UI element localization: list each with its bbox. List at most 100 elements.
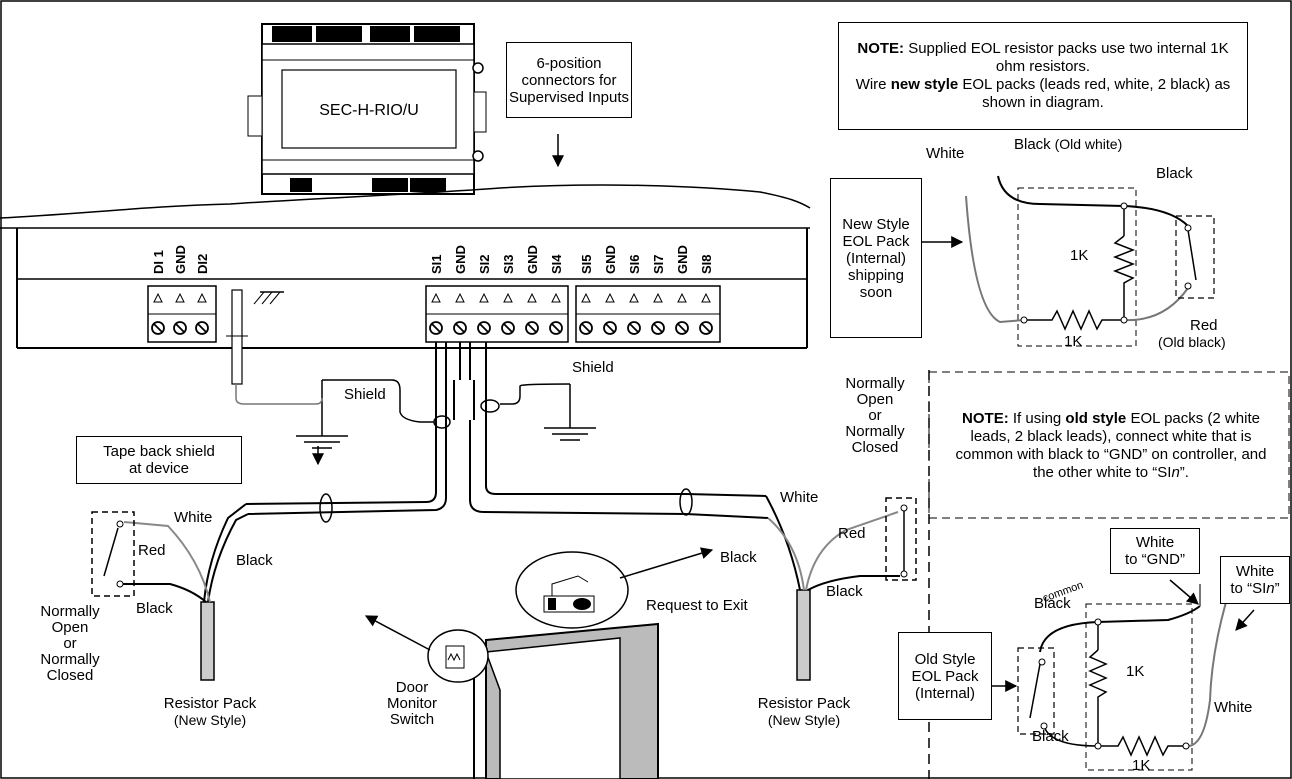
terminal-top-screw	[527, 292, 537, 303]
terminal-screw-slot	[455, 323, 465, 333]
ground-symbol-left	[296, 380, 348, 449]
connectors-line-2: connectors for	[521, 71, 617, 89]
old-style-pack-callout: Old Style EOL Pack (Internal)	[898, 632, 992, 720]
black-label-mid: Black	[720, 549, 757, 566]
terminal-top-screw	[431, 292, 441, 303]
os-white-gnd-callout: White to “GND”	[1110, 528, 1200, 574]
note-top-line2c: EOL packs (leads red, white, 2 black) as…	[958, 76, 1231, 111]
terminal-screw-slot	[581, 323, 591, 333]
nono-left-2: Open	[51, 619, 89, 636]
terminal-label: SI2	[477, 254, 492, 274]
terminal-top-screw	[701, 292, 711, 303]
white-label-left: White	[174, 509, 213, 526]
terminal-label: GND	[603, 245, 618, 274]
os-white-si-1: White	[1235, 563, 1275, 580]
door-switch-arrow	[364, 615, 431, 651]
resistor-right-label: Resistor Pack (New Style)	[744, 696, 864, 729]
note-top: NOTE: Supplied EOL resistor packs use tw…	[838, 22, 1248, 130]
request-to-exit-device	[515, 547, 714, 629]
left-cable	[245, 342, 475, 515]
ns-white-label: White	[926, 145, 965, 162]
note-old-t4: n	[1171, 464, 1180, 481]
white-label-right: White	[780, 489, 819, 506]
note-old-prefix: NOTE:	[962, 410, 1009, 427]
terminal-label: GND	[173, 245, 188, 274]
terminal-top-screw	[197, 292, 207, 303]
connectors-line-3: Supervised Inputs	[508, 88, 630, 106]
os-white-si-2: to “SI	[1230, 580, 1267, 597]
ns-black-old-white-label: Black (Old white)	[1014, 136, 1122, 153]
new-style-pack-callout: New Style EOL Pack (Internal) shipping s…	[830, 178, 922, 338]
black-label-right: Black	[826, 583, 863, 600]
terminal-screw-slot	[479, 323, 489, 333]
os-white-si-callout: White to “SIn”	[1220, 556, 1290, 604]
door	[473, 622, 659, 779]
terminal-label: SI6	[627, 254, 642, 274]
os-white-label: White	[1214, 699, 1253, 716]
nono-left-3: or	[63, 635, 77, 652]
terminal-screw-slot	[551, 323, 561, 333]
terminal-screw-slot	[605, 323, 615, 333]
request-exit-arrow	[619, 547, 714, 579]
nono-left-1: Normally	[40, 603, 100, 620]
door-switch-label: Door Monitor Switch	[372, 680, 452, 728]
note-top-line2b: new style	[890, 76, 959, 93]
terminal-top-screw	[653, 292, 663, 303]
os-white-si-n: n	[1266, 580, 1275, 597]
nono-left-5: Closed	[46, 667, 94, 684]
resistor-right-2: (New Style)	[767, 712, 841, 728]
old-style-line-1: Old Style	[914, 650, 976, 668]
terminal-top-screw	[677, 292, 687, 303]
terminal-screw-slot	[653, 323, 663, 333]
new-style-line-5: soon	[859, 283, 893, 301]
red-label-left: Red	[138, 542, 166, 559]
terminal-top-screw	[581, 292, 591, 303]
ns-1k-horizontal: 1K	[1064, 333, 1083, 350]
white-si-arrow	[1235, 609, 1255, 631]
tape-back-line-2: at device	[128, 460, 190, 477]
terminal-label: SI8	[699, 254, 714, 274]
note-top-prefix: NOTE:	[857, 40, 905, 57]
os-1k-vertical: 1K	[1126, 663, 1145, 680]
old-style-line-2: EOL Pack	[911, 667, 979, 685]
request-exit-label: Request to Exit	[646, 597, 748, 614]
terminal-top-screw	[503, 292, 513, 303]
note-old-t1: If using	[1008, 410, 1066, 427]
new-style-line-3: (Internal)	[845, 249, 907, 267]
terminal-top-screw	[479, 292, 489, 303]
terminal-screw-slot	[629, 323, 639, 333]
shield-label-left: Shield	[344, 386, 386, 403]
terminal-label: DI2	[195, 253, 210, 274]
terminal-screw-slot	[503, 323, 513, 333]
shield-label-right: Shield	[572, 359, 614, 376]
ns-black-a: Black	[1014, 136, 1051, 153]
door-switch-2: Monitor	[386, 695, 438, 712]
old-style-line-3: (Internal)	[914, 684, 976, 702]
terminal-label: GND	[525, 245, 540, 274]
terminal-screw-slot	[431, 323, 441, 333]
nono-left-4: Normally	[40, 651, 100, 668]
door-switch-1: Door	[395, 679, 429, 696]
terminal-screw-slot	[527, 323, 537, 333]
terminal-label: SI3	[501, 254, 516, 274]
controller-module	[247, 23, 487, 195]
right-resistor-pack	[765, 495, 917, 681]
terminal-screw-slot	[701, 323, 711, 333]
note-old-t2: old style	[1065, 410, 1127, 427]
resistor-left-label: Resistor Pack (New Style)	[150, 696, 270, 729]
ns-old-black-label: (Old black)	[1158, 334, 1226, 350]
new-style-eol-schematic	[922, 175, 1215, 347]
new-style-line-4: shipping	[848, 266, 904, 284]
resistor-left-2: (New Style)	[173, 712, 247, 728]
nono-right-3: or	[868, 407, 882, 424]
right-cable	[469, 342, 769, 519]
ns-black-label: Black	[1156, 165, 1193, 182]
terminal-top-screw	[629, 292, 639, 303]
os-white-gnd-1: White	[1135, 534, 1175, 551]
terminal-top-screw	[175, 292, 185, 303]
terminal-top-screw	[455, 292, 465, 303]
terminal-label: SI7	[651, 254, 666, 274]
os-1k-horizontal: 1K	[1132, 757, 1151, 774]
ns-black-b: (Old white)	[1050, 136, 1123, 152]
